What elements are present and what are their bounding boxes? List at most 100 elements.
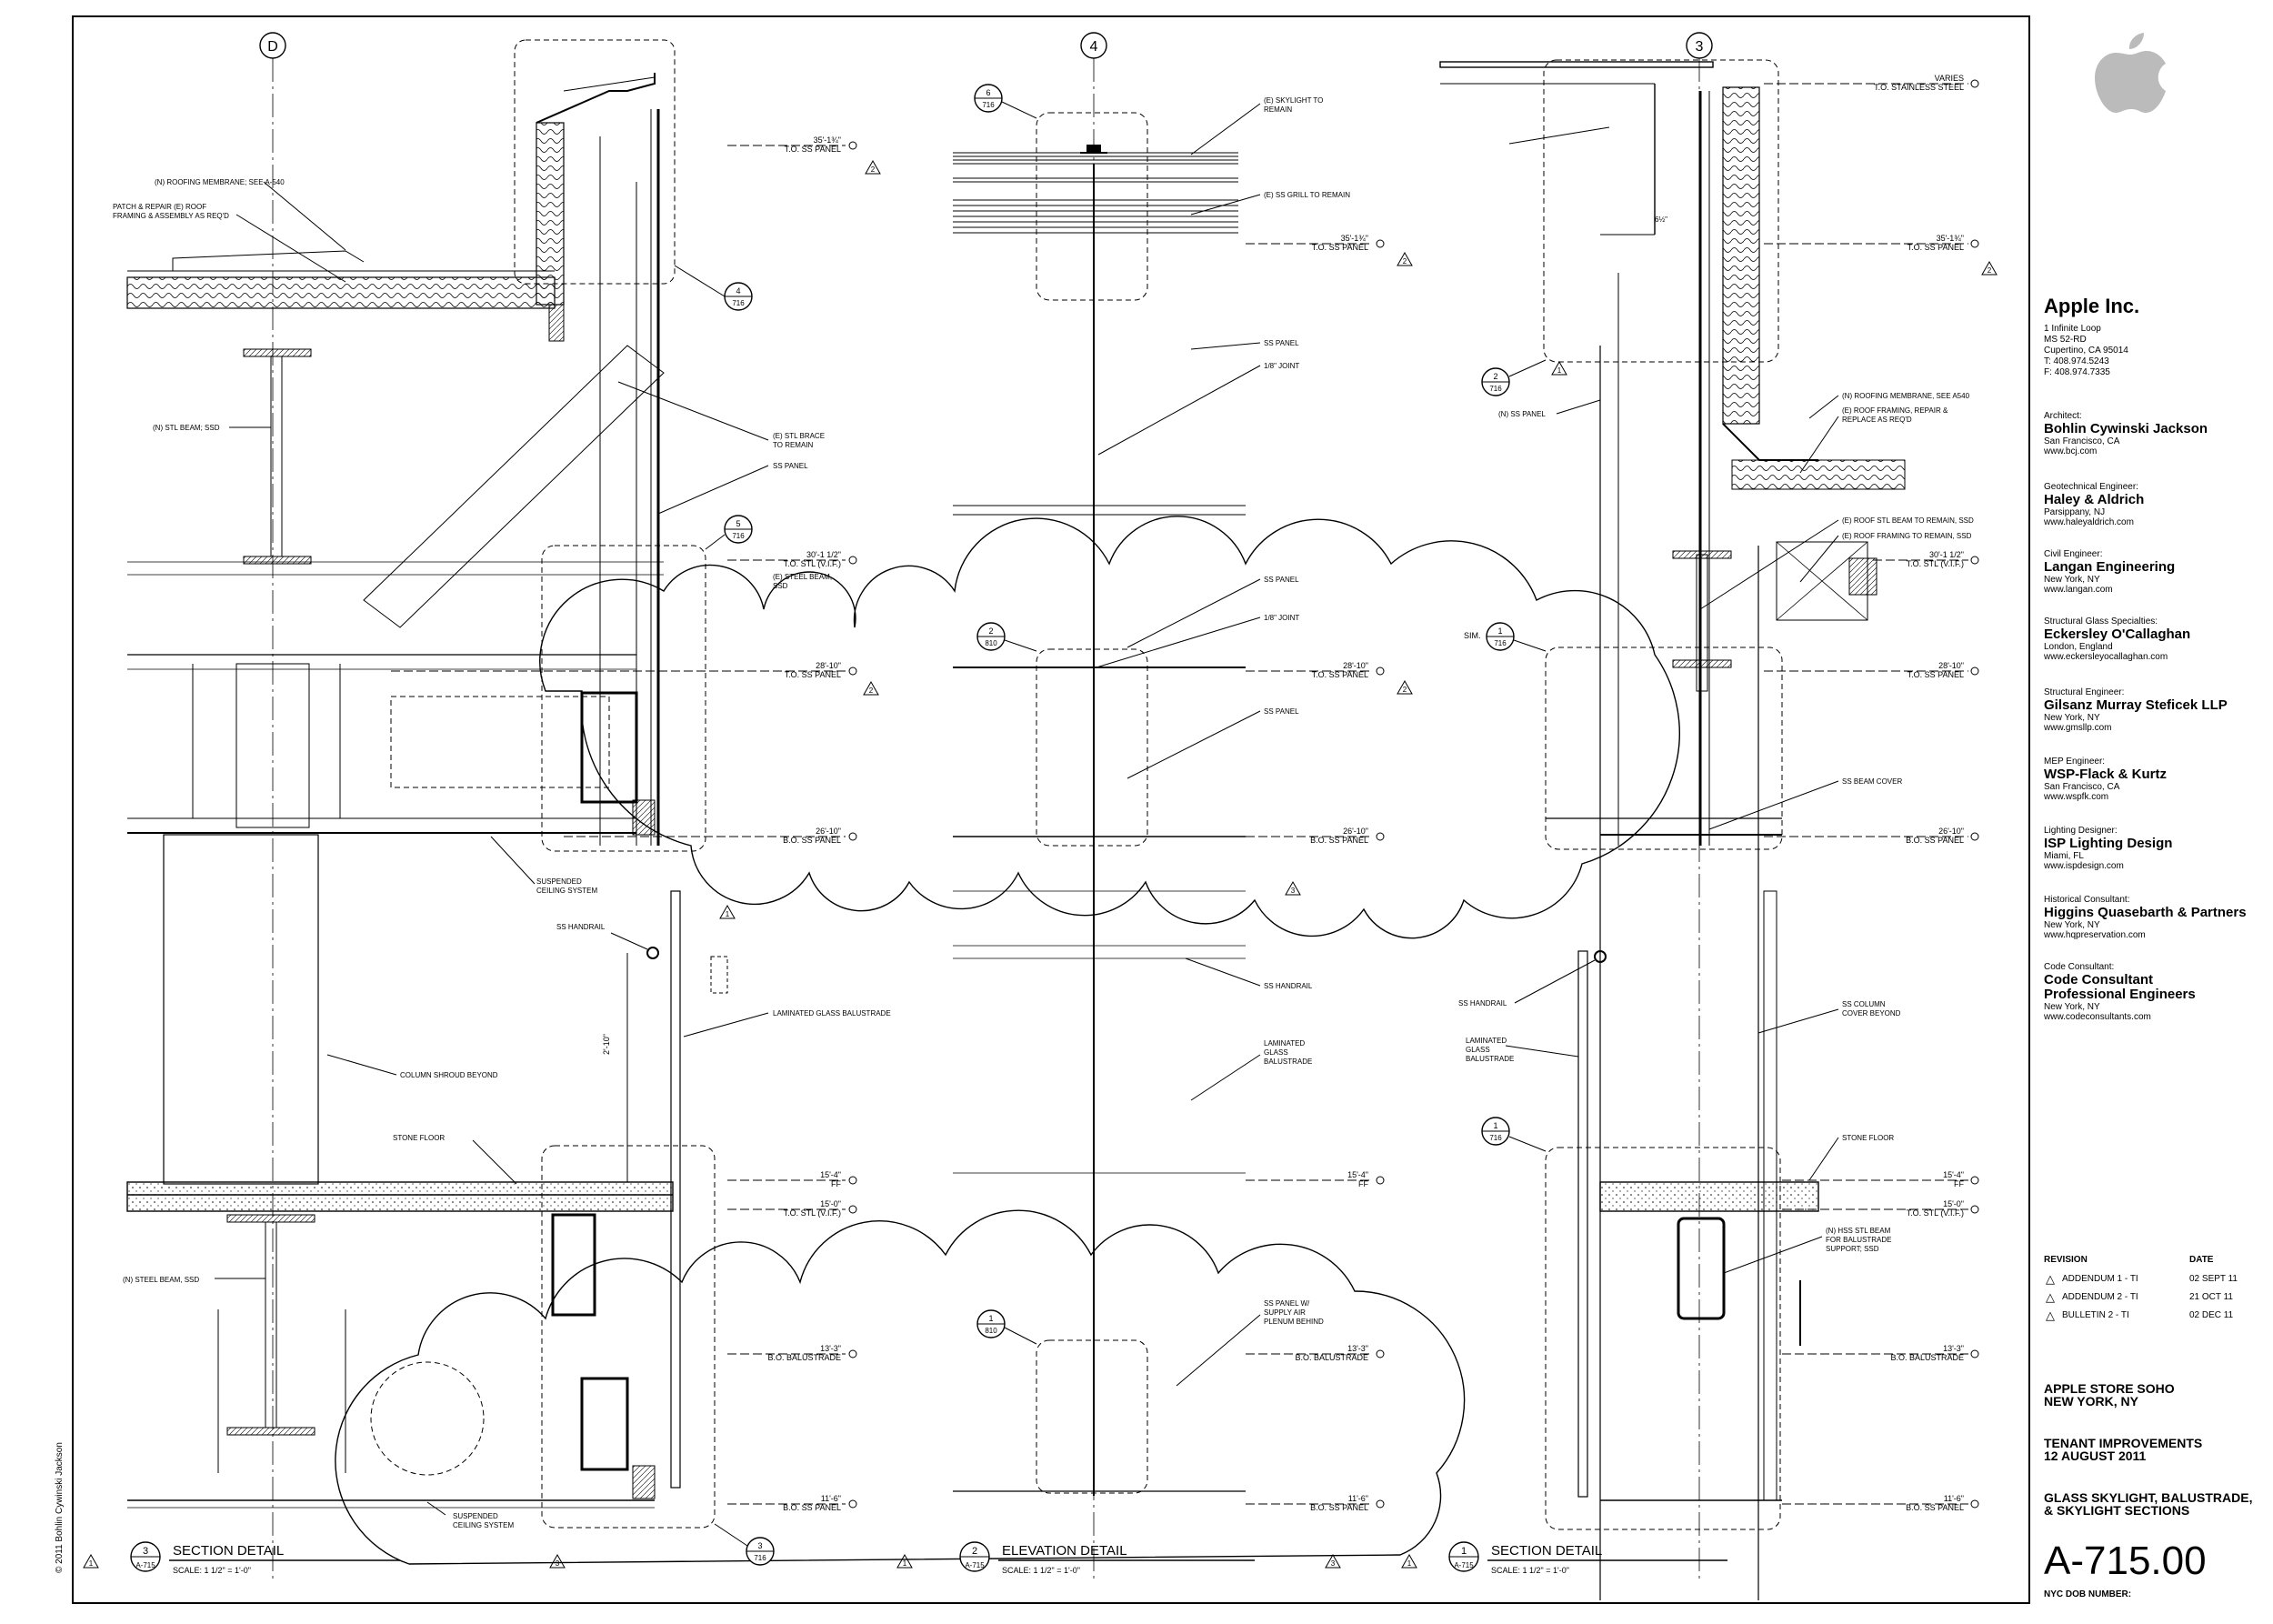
svg-text:B.O. SS PANEL: B.O. SS PANEL bbox=[1310, 1503, 1368, 1512]
svg-text:1: 1 bbox=[726, 910, 730, 918]
svg-text:716: 716 bbox=[732, 299, 745, 307]
elevation-13-mid: 13'-3"B.O. BALUSTRADE bbox=[1246, 1344, 1385, 1362]
svg-text:FF: FF bbox=[831, 1179, 841, 1188]
revision-triangle: 1 bbox=[896, 1553, 913, 1569]
elevation-28-right: 28'-10"T.O. SS PANEL bbox=[1764, 661, 1979, 679]
svg-text:T.O. SS PANEL: T.O. SS PANEL bbox=[1908, 670, 1964, 679]
svg-text:30'-1 1/2": 30'-1 1/2" bbox=[806, 550, 841, 559]
elevation-15-4-right: 15'-4"FF bbox=[1782, 1170, 1979, 1188]
elevation-30-right: 30'-1 1/2"T.O. STL (V.I.F.) bbox=[1873, 550, 1979, 568]
sheet-title: GLASS SKYLIGHT, BALUSTRADE,& SKYLIGHT SE… bbox=[2044, 1490, 2253, 1518]
note-stl-brace-2: TO REMAIN bbox=[773, 441, 814, 449]
svg-text:2: 2 bbox=[1403, 257, 1407, 266]
svg-text:T.O. STL (V.I.F.): T.O. STL (V.I.F.) bbox=[784, 1208, 841, 1218]
revision-triangle-icon: △ bbox=[2046, 1308, 2055, 1322]
svg-text:35'-1¾": 35'-1¾" bbox=[1341, 234, 1368, 243]
note-ss-panel-mid-1: SS PANEL bbox=[1264, 339, 1299, 347]
svg-text:716: 716 bbox=[982, 101, 995, 109]
elevation-35-left: 35'-1¾"T.O. SS PANEL bbox=[727, 135, 857, 154]
note-laminated-right-2: GLASS bbox=[1466, 1046, 1490, 1054]
svg-text:B.O. SS PANEL: B.O. SS PANEL bbox=[783, 836, 841, 845]
svg-text:B.O. SS PANEL: B.O. SS PANEL bbox=[1906, 1503, 1964, 1512]
svg-text:3: 3 bbox=[556, 1559, 560, 1568]
grid-label-3: 3 bbox=[1696, 39, 1704, 55]
drawing-title-3-scale: SCALE: 1 1/2" = 1'-0" bbox=[173, 1566, 251, 1575]
svg-text:2: 2 bbox=[1403, 686, 1407, 694]
svg-text:28'-10": 28'-10" bbox=[816, 661, 841, 670]
svg-text:T.O. STL (V.I.F.): T.O. STL (V.I.F.) bbox=[1907, 1208, 1964, 1218]
note-laminated-glass-left: LAMINATED GLASS BALUSTRADE bbox=[773, 1009, 891, 1018]
svg-text:810: 810 bbox=[985, 639, 997, 647]
revision-tags: 2 2 2 1 2 2 3 1 1 3 1 3 1 bbox=[83, 159, 1998, 1569]
svg-text:2: 2 bbox=[988, 627, 993, 636]
note-ss-panel-mid-2: SS PANEL bbox=[1264, 576, 1299, 584]
revision-triangle-icon: △ bbox=[2046, 1272, 2055, 1286]
consultant-architect: Architect:Bohlin Cywinski Jackson San Fr… bbox=[2044, 411, 2208, 456]
drawing-title-1[interactable]: 1 A-715 SECTION DETAIL SCALE: 1 1/2" = 1… bbox=[1448, 1541, 1727, 1575]
svg-text:2: 2 bbox=[869, 687, 874, 695]
note-suspended-ceiling-1: SUSPENDED bbox=[536, 877, 582, 886]
note-roofing-membrane-right: (N) ROOFING MEMBRANE, SEE A540 bbox=[1842, 392, 1970, 400]
dim-2-10: 2'-10" bbox=[602, 1034, 611, 1055]
note-laminated-mid-1: LAMINATED bbox=[1264, 1039, 1305, 1048]
drawing-title-3[interactable]: 3 A-715 SECTION DETAIL SCALE: 1 1/2" = 1… bbox=[130, 1541, 400, 1575]
elevation-35-mid: 35'-1¾"T.O. SS PANEL bbox=[1246, 234, 1385, 252]
elevation-15-4-mid: 15'-4"FF bbox=[1246, 1170, 1385, 1188]
note-patch-repair-2: FRAMING & ASSEMBLY AS REQ'D bbox=[113, 212, 229, 220]
revision-triangle: 2 bbox=[1981, 260, 1998, 276]
elevation-15-0-left: 15'-0"T.O. STL (V.I.F.) bbox=[727, 1199, 857, 1218]
grid-label-4: 4 bbox=[1090, 39, 1098, 55]
note-stone-floor-left: STONE FLOOR bbox=[393, 1134, 445, 1142]
svg-text:1: 1 bbox=[903, 1559, 907, 1568]
section-detail-1-drawing bbox=[1439, 59, 1906, 1600]
svg-text:35'-1¾": 35'-1¾" bbox=[814, 135, 841, 145]
elevation-28-mid: 28'-10"T.O. SS PANEL bbox=[1246, 661, 1385, 679]
elevation-11-mid: 11'-6"B.O. SS PANEL bbox=[1246, 1494, 1385, 1512]
drawing-title-2[interactable]: 2 A-715 ELEVATION DETAIL SCALE: 1 1/2" =… bbox=[959, 1541, 1255, 1575]
elevation-detail-2-drawing bbox=[953, 112, 1246, 1496]
note-laminated-mid-2: GLASS bbox=[1264, 1048, 1288, 1057]
note-n-stl-beam: (N) STL BEAM; SSD bbox=[153, 424, 220, 432]
svg-text:28'-10": 28'-10" bbox=[1938, 661, 1964, 670]
svg-text:810: 810 bbox=[985, 1327, 997, 1335]
svg-text:A-715: A-715 bbox=[965, 1561, 985, 1569]
svg-text:716: 716 bbox=[1494, 639, 1507, 647]
drawing-title-1-label: SECTION DETAIL bbox=[1491, 1543, 1602, 1559]
svg-text:26'-10": 26'-10" bbox=[816, 827, 841, 836]
svg-text:1: 1 bbox=[988, 1314, 993, 1323]
note-column-shroud: COLUMN SHROUD BEYOND bbox=[400, 1071, 498, 1079]
svg-text:1: 1 bbox=[1407, 1559, 1412, 1568]
note-skylight-2: REMAIN bbox=[1264, 105, 1292, 114]
apple-logo-icon bbox=[2095, 33, 2166, 113]
dob-number: NYC DOB NUMBER: bbox=[2044, 1589, 2132, 1599]
svg-text:5: 5 bbox=[736, 519, 740, 528]
note-ss-column-cover-1: SS COLUMN bbox=[1842, 1000, 1886, 1008]
consultant-lighting: Lighting Designer:ISP Lighting Design Mi… bbox=[2044, 826, 2173, 871]
svg-text:T.O. STL (V.I.F.): T.O. STL (V.I.F.) bbox=[1907, 559, 1964, 568]
svg-text:716: 716 bbox=[754, 1554, 766, 1562]
svg-text:1: 1 bbox=[1557, 366, 1562, 375]
svg-text:T.O. SS PANEL: T.O. SS PANEL bbox=[785, 670, 841, 679]
svg-text:13'-3": 13'-3" bbox=[1347, 1344, 1368, 1353]
revision-triangle: 1 bbox=[83, 1553, 99, 1569]
note-stl-brace-1: (E) STL BRACE bbox=[773, 432, 825, 440]
svg-text:B.O. BALUSTRADE: B.O. BALUSTRADE bbox=[1890, 1353, 1964, 1362]
svg-text:T.O. STL (V.I.F.): T.O. STL (V.I.F.) bbox=[784, 559, 841, 568]
svg-text:A-715: A-715 bbox=[135, 1561, 155, 1569]
svg-text:2: 2 bbox=[871, 165, 876, 174]
revision-triangle: 2 bbox=[865, 159, 881, 175]
svg-text:T.O. STAINLESS STEEL: T.O. STAINLESS STEEL bbox=[1874, 83, 1964, 92]
elevation-28-left: 28'-10"T.O. SS PANEL bbox=[391, 661, 857, 679]
